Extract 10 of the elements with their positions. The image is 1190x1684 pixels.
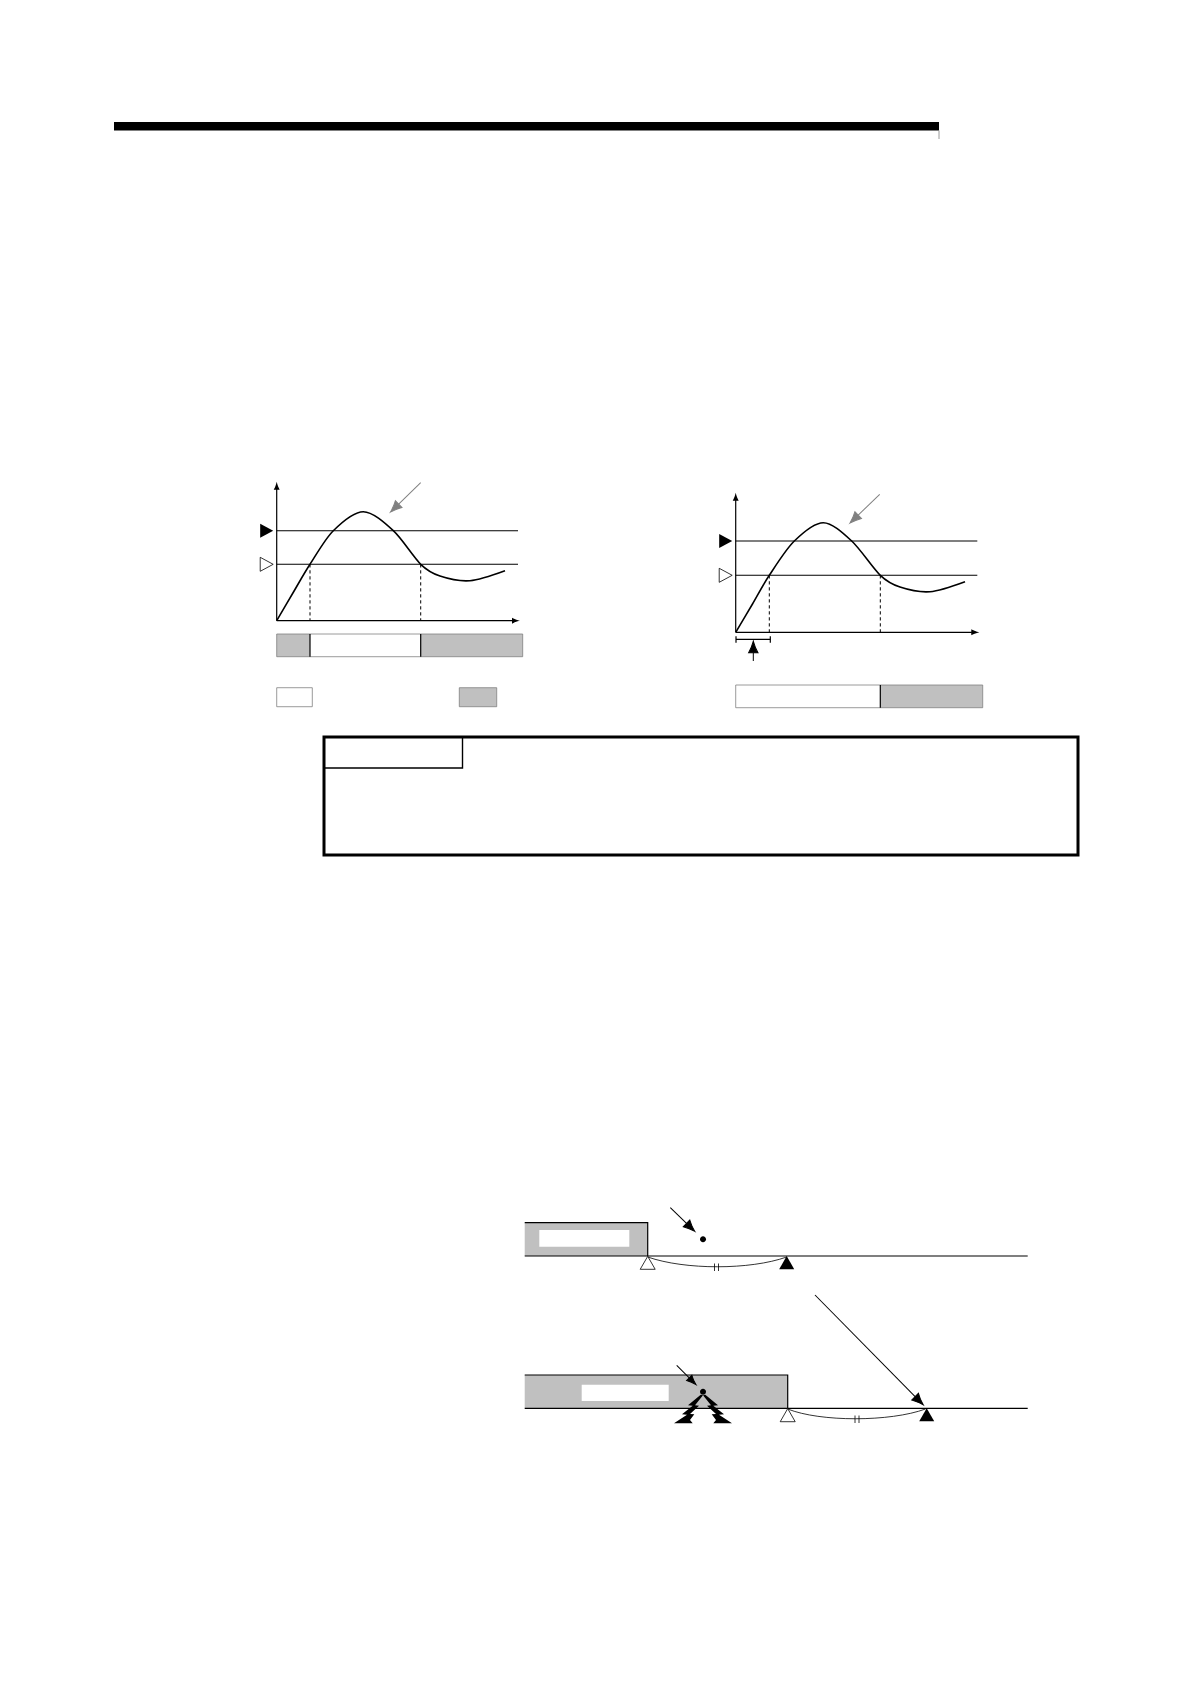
leader-arrow [849, 493, 881, 524]
leader-arrow [676, 1364, 697, 1386]
leader-arrow [748, 640, 759, 662]
leader-arrow [669, 1207, 696, 1232]
triangle-marker [919, 1408, 935, 1422]
response-curve [734, 521, 966, 634]
response-curve [275, 510, 506, 622]
interval-bracket [735, 635, 771, 644]
leader-arrow [389, 482, 422, 513]
leader-arrow [814, 1294, 924, 1406]
